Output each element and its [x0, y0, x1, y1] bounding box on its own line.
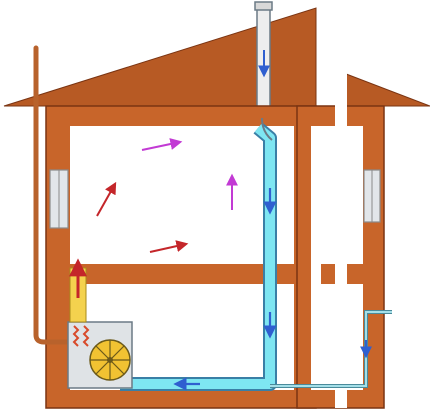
- heater-coil-icon: [72, 325, 90, 347]
- intake-pipe-left: [33, 45, 73, 345]
- right-window-icon: [363, 169, 381, 223]
- right-wing-walls: [296, 64, 385, 409]
- right-roof: [340, 71, 430, 107]
- warm-air-riser: [69, 258, 87, 323]
- flow-arrow-icon: [173, 188, 372, 391]
- warm-air-arrow-icon: [96, 138, 238, 253]
- air-handling-unit: [67, 321, 133, 389]
- left-window-icon: [49, 169, 69, 229]
- fan-icon: [89, 339, 131, 381]
